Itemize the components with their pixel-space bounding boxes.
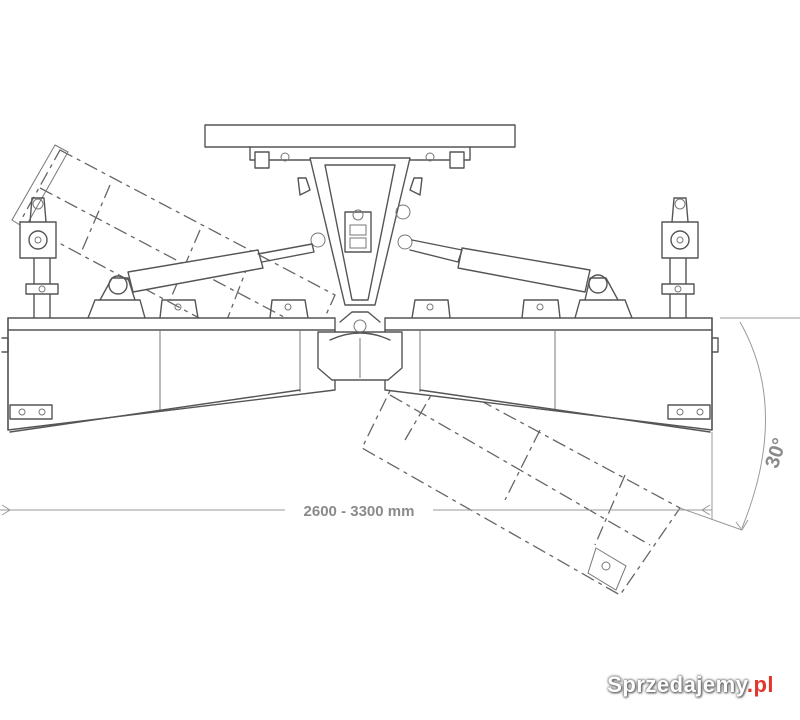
watermark-suffix: .pl: [746, 672, 774, 697]
width-dimension-label: 2600 - 3300 mm: [304, 503, 415, 520]
width-dimension: 2600 - 3300 mm: [0, 432, 713, 520]
mounting-plate: [204, 124, 516, 169]
blade-rotated-right-dashed: [361, 359, 681, 596]
main-blade: [1, 299, 719, 433]
angle-dimension-label: 30°: [761, 435, 791, 471]
support-jack-left: [19, 197, 59, 319]
hydraulic-cylinder-left: [99, 243, 315, 301]
a-frame: [297, 157, 423, 306]
support-jack-right: [661, 197, 699, 319]
watermark-brand: Sprzedajemy: [607, 672, 747, 697]
hydraulic-cylinder-right: [409, 239, 619, 301]
center-pivot: [317, 311, 403, 381]
watermark: Sprzedajemy.pl: [607, 672, 774, 698]
